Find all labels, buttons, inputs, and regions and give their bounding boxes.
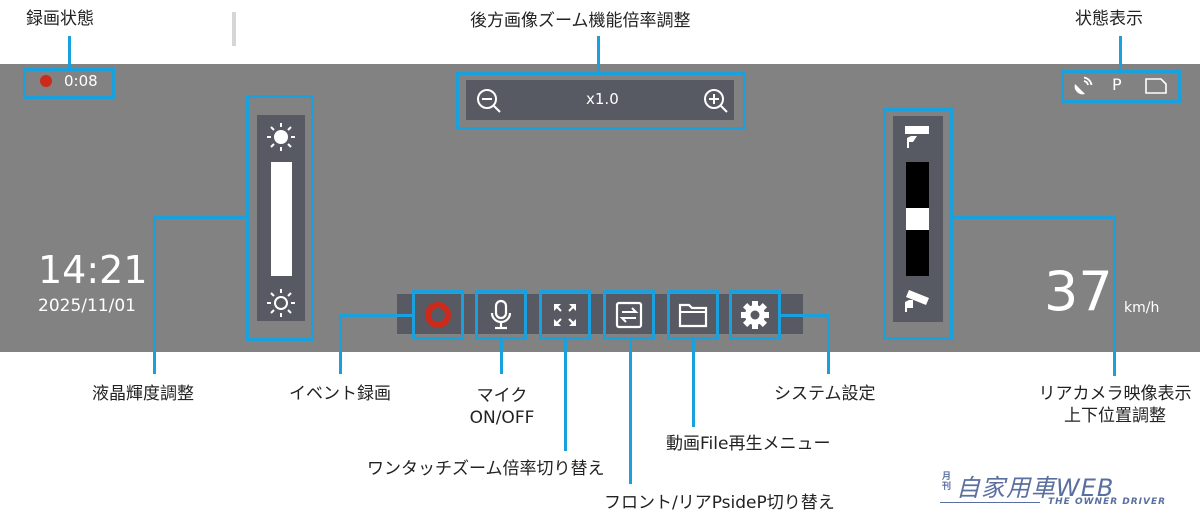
leader-line	[1113, 216, 1116, 376]
recording-elapsed: 0:08	[64, 72, 98, 90]
expand-arrows-icon	[554, 304, 576, 326]
leader-line	[339, 314, 413, 317]
leader-line	[952, 216, 1116, 219]
annotation-event-record: イベント録画	[289, 384, 391, 404]
one-touch-zoom-button[interactable]	[539, 290, 591, 340]
highlight-zoom-control	[456, 72, 746, 130]
annotation-recording-status: 録画状態	[26, 9, 94, 29]
annotation-front-rear-switch: フロント/リアPsideP切り替え	[604, 493, 835, 513]
front-rear-switch-button[interactable]	[603, 290, 655, 340]
annotation-mic: マイク	[476, 386, 528, 406]
event-record-button[interactable]	[412, 290, 464, 340]
leader-line	[500, 339, 503, 374]
camera-down-icon[interactable]	[903, 288, 931, 314]
sun-bright-icon	[266, 122, 296, 152]
leader-line	[339, 314, 342, 374]
logo-main: 自家用車WEB	[956, 474, 1115, 502]
annotation-mic-sub: ON/OFF	[469, 408, 535, 428]
logo-rule	[940, 502, 1040, 503]
settings-button[interactable]	[729, 290, 781, 340]
sd-card-icon	[1145, 78, 1167, 94]
toolbar-panel	[397, 294, 803, 334]
site-logo: 月刊 自家用車WEB THE OWNER DRIVER	[940, 470, 1180, 515]
microphone-icon	[490, 299, 512, 330]
leader-line	[1119, 36, 1122, 71]
annotation-file-playback: 動画File再生メニュー	[666, 434, 831, 454]
annotation-rear-camera-pos-sub: 上下位置調整	[1064, 406, 1166, 426]
leader-line	[153, 216, 247, 219]
annotation-rear-zoom: 後方画像ズーム機能倍率調整	[470, 11, 691, 31]
decorative-smudge	[232, 12, 236, 46]
record-ring-icon	[425, 302, 451, 328]
leader-line	[564, 339, 567, 451]
zoom-value: x1.0	[586, 90, 619, 108]
annotation-status-display: 状態表示	[1075, 9, 1143, 29]
file-playback-button[interactable]	[667, 290, 719, 340]
leader-line	[827, 314, 830, 374]
recording-indicator-icon	[40, 75, 52, 87]
leader-line	[692, 339, 695, 427]
logo-small: 月刊	[942, 472, 952, 492]
highlight-brightness	[246, 95, 314, 341]
swap-arrows-icon	[615, 301, 643, 329]
zoom-out-icon	[477, 89, 501, 113]
camera-position-handle[interactable]	[906, 208, 929, 230]
zoom-out-button[interactable]	[475, 87, 503, 115]
gear-icon	[741, 301, 769, 329]
leader-line	[629, 339, 632, 484]
annotation-system-settings: システム設定	[774, 384, 876, 404]
leader-line	[597, 36, 600, 74]
highlight-status-display	[1061, 70, 1181, 103]
annotation-brightness: 液晶輝度調整	[92, 384, 194, 404]
leader-line	[780, 314, 830, 317]
clock-time: 14:21	[38, 248, 148, 292]
sun-dim-icon	[266, 288, 296, 318]
highlight-rear-camera-position	[883, 108, 953, 340]
zoom-in-icon	[704, 89, 728, 113]
camera-up-icon[interactable]	[903, 124, 931, 150]
folder-icon	[678, 303, 708, 328]
speed-unit: km/h	[1124, 300, 1160, 316]
annotation-rear-camera-pos: リアカメラ映像表示	[1038, 384, 1192, 404]
highlight-recording-status	[23, 68, 115, 99]
clock-date: 2025/11/01	[38, 296, 136, 316]
leader-line	[153, 216, 156, 374]
logo-sub: THE OWNER DRIVER	[1048, 497, 1167, 507]
zoom-in-button[interactable]	[702, 87, 730, 115]
leader-line	[68, 36, 71, 69]
annotation-one-touch-zoom: ワンタッチズーム倍率切り替え	[367, 459, 605, 479]
speed-value: 37	[1044, 260, 1113, 323]
brightness-slider[interactable]	[271, 162, 292, 276]
mic-button[interactable]	[475, 290, 527, 340]
satellite-dish-icon	[1073, 76, 1093, 96]
zoom-control-panel	[466, 80, 734, 120]
parking-mode-indicator: P	[1112, 75, 1122, 94]
